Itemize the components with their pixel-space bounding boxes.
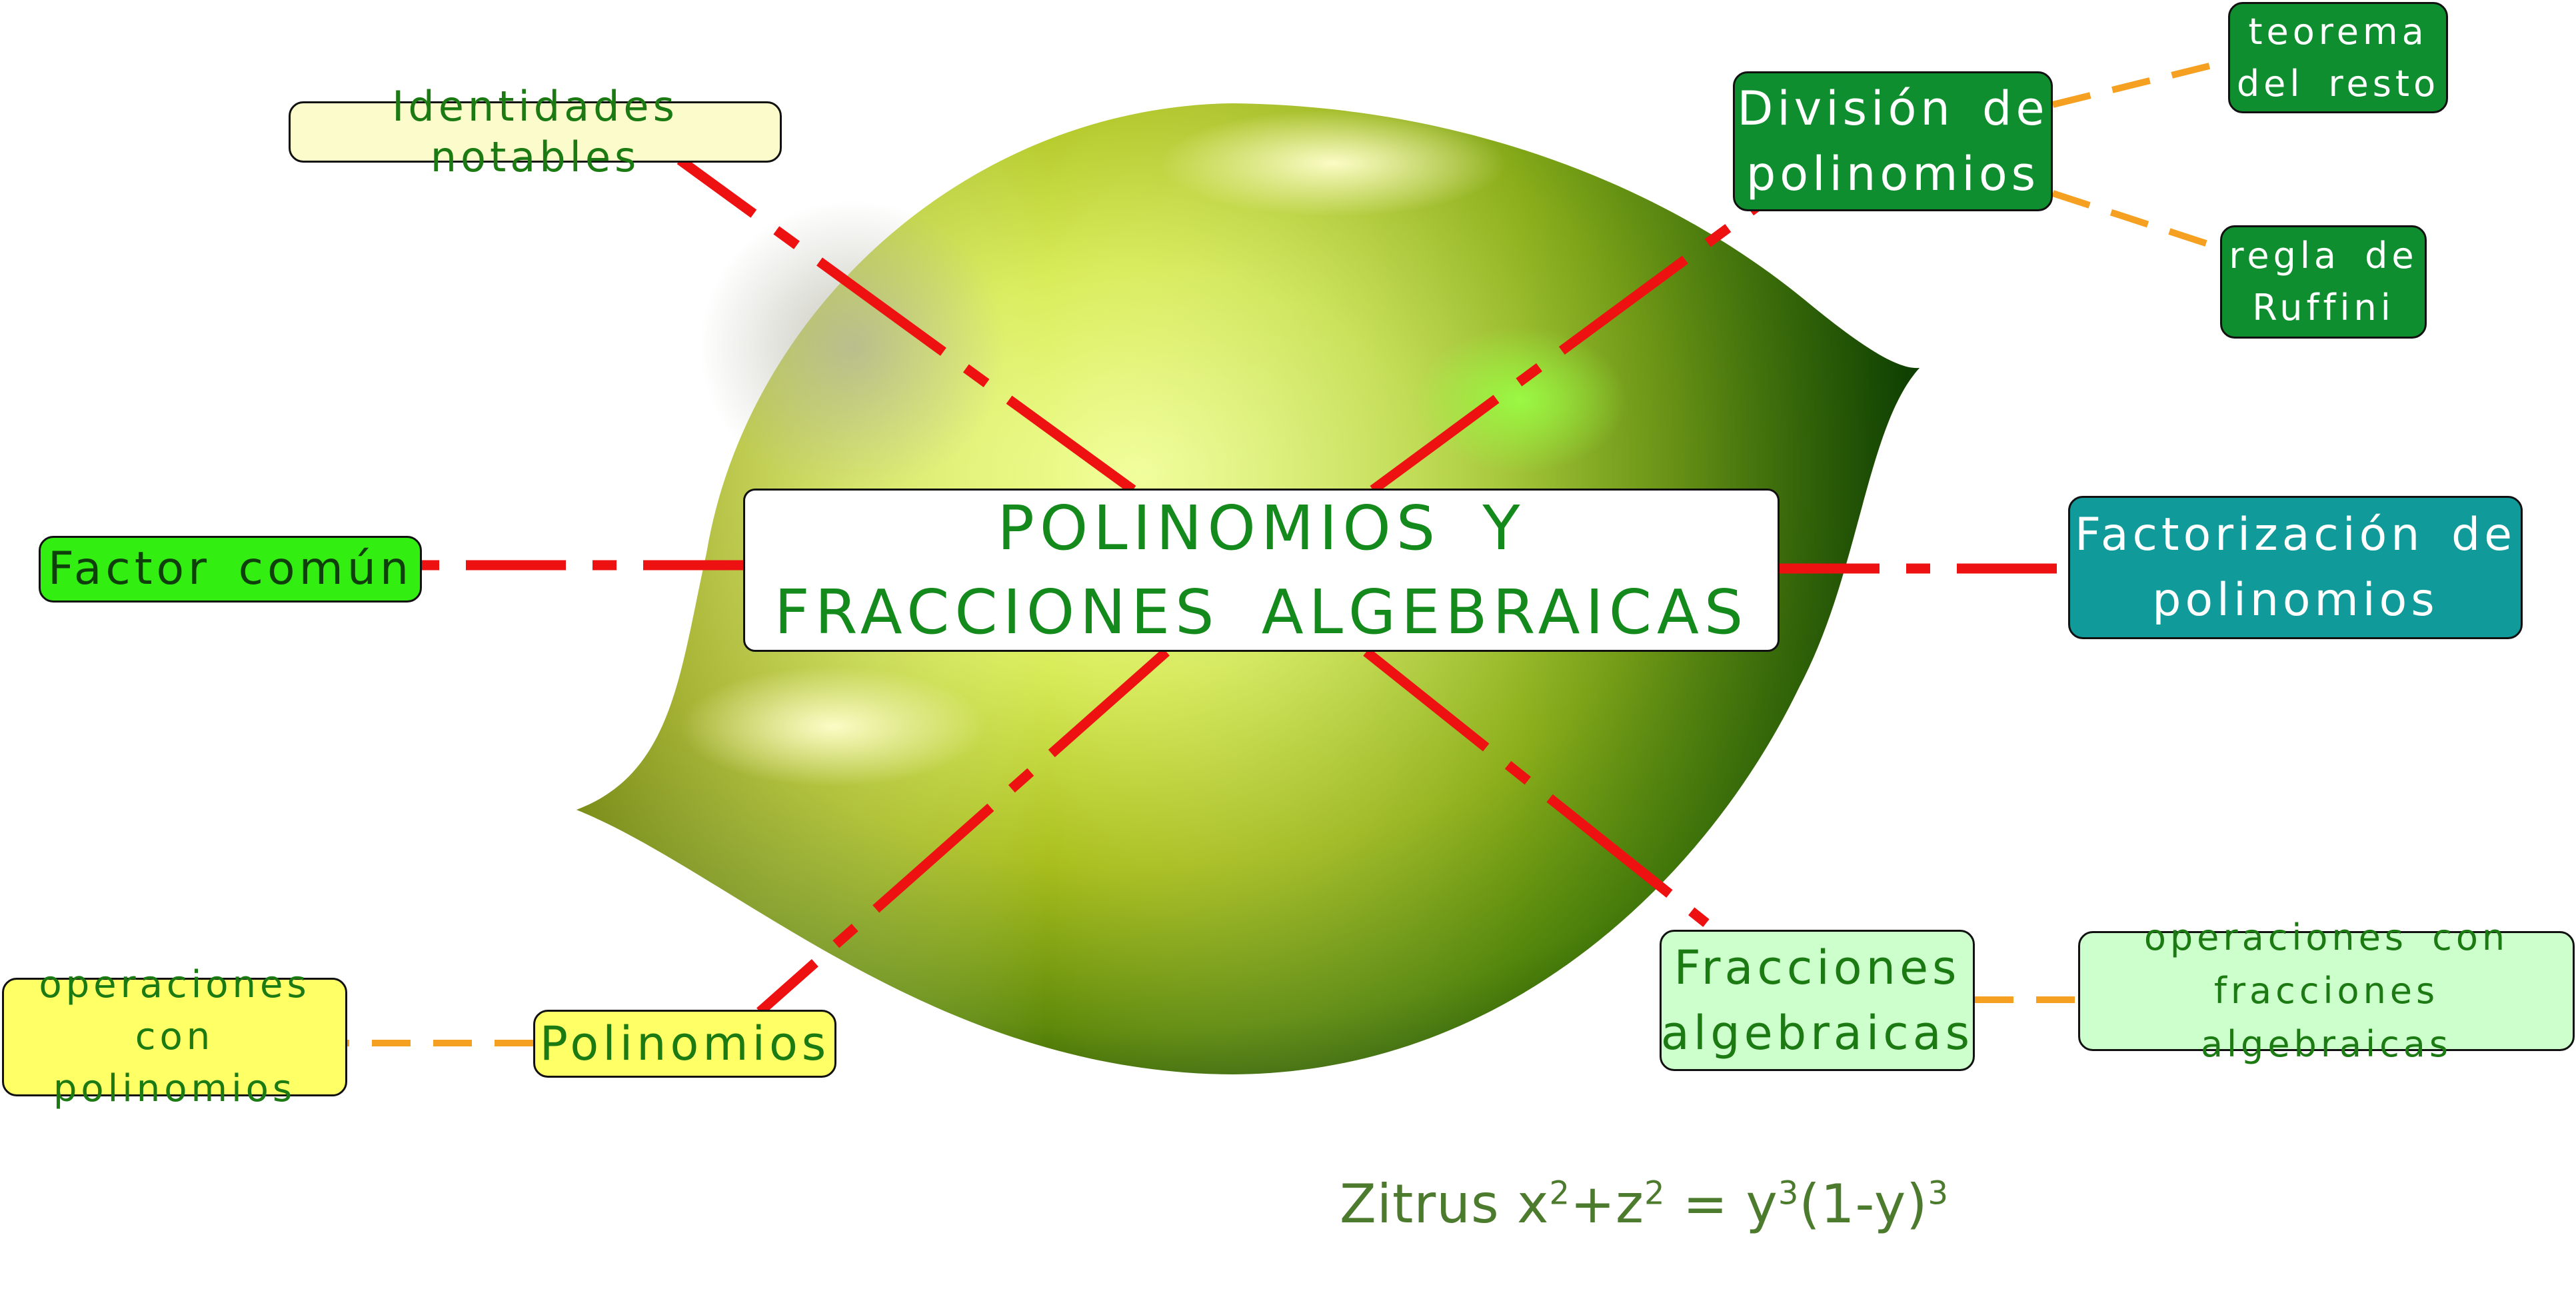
- connector-identidades: [676, 155, 1136, 495]
- caption-plus-z: +z: [1570, 1173, 1645, 1235]
- lemon-shadow-grey: [700, 200, 1006, 493]
- node-identidades-notables[interactable]: Identidades notables: [289, 82, 782, 181]
- connector-division: [1370, 195, 1770, 495]
- caption-equals-y: = y: [1665, 1173, 1778, 1235]
- connector-polinomios: [756, 648, 1170, 1016]
- lemon-highlight-left: [680, 666, 986, 786]
- caption-exp-y: 3: [1778, 1174, 1800, 1212]
- node-operaciones-con-polinomios[interactable]: operaciones con polinomios: [2, 963, 347, 1110]
- connector-fracciones: [1363, 648, 1710, 927]
- node-factorizacion-de-polinomios[interactable]: Factorización de polinomios: [2068, 496, 2523, 639]
- node-teorema-del-resto[interactable]: teorema del resto: [2228, 2, 2448, 113]
- connectors: [347, 58, 2229, 1046]
- node-regla-de-ruffini[interactable]: regla de Ruffini: [2220, 225, 2427, 339]
- connector-ruffini: [2051, 190, 2221, 251]
- node-operaciones-con-fracciones[interactable]: operaciones con fracciones algebraicas: [2078, 916, 2575, 1065]
- caption-exp-x: 2: [1549, 1174, 1570, 1212]
- node-division-de-polinomios[interactable]: División de polinomios: [1733, 71, 2053, 211]
- lemon-highlight-top: [1160, 110, 1506, 217]
- node-fracciones-algebraicas[interactable]: Fracciones algebraicas: [1660, 930, 1975, 1071]
- central-topic[interactable]: POLINOMIOS Y FRACCIONES ALGEBRAICAS: [743, 489, 1780, 652]
- node-polinomios[interactable]: Polinomios: [533, 1010, 836, 1078]
- node-factor-comun[interactable]: Factor común: [39, 536, 422, 603]
- caption-exp-paren: 3: [1928, 1174, 1949, 1212]
- lemon-highlight-green: [1413, 327, 1626, 473]
- caption-prefix: Zitrus x: [1340, 1173, 1550, 1235]
- caption-paren: (1-y): [1799, 1173, 1928, 1235]
- surface-equation-caption: Zitrus x2+z2 = y3(1-y)3: [1340, 1173, 1949, 1235]
- caption-exp-z: 2: [1644, 1174, 1666, 1212]
- connector-teorema: [2051, 58, 2229, 108]
